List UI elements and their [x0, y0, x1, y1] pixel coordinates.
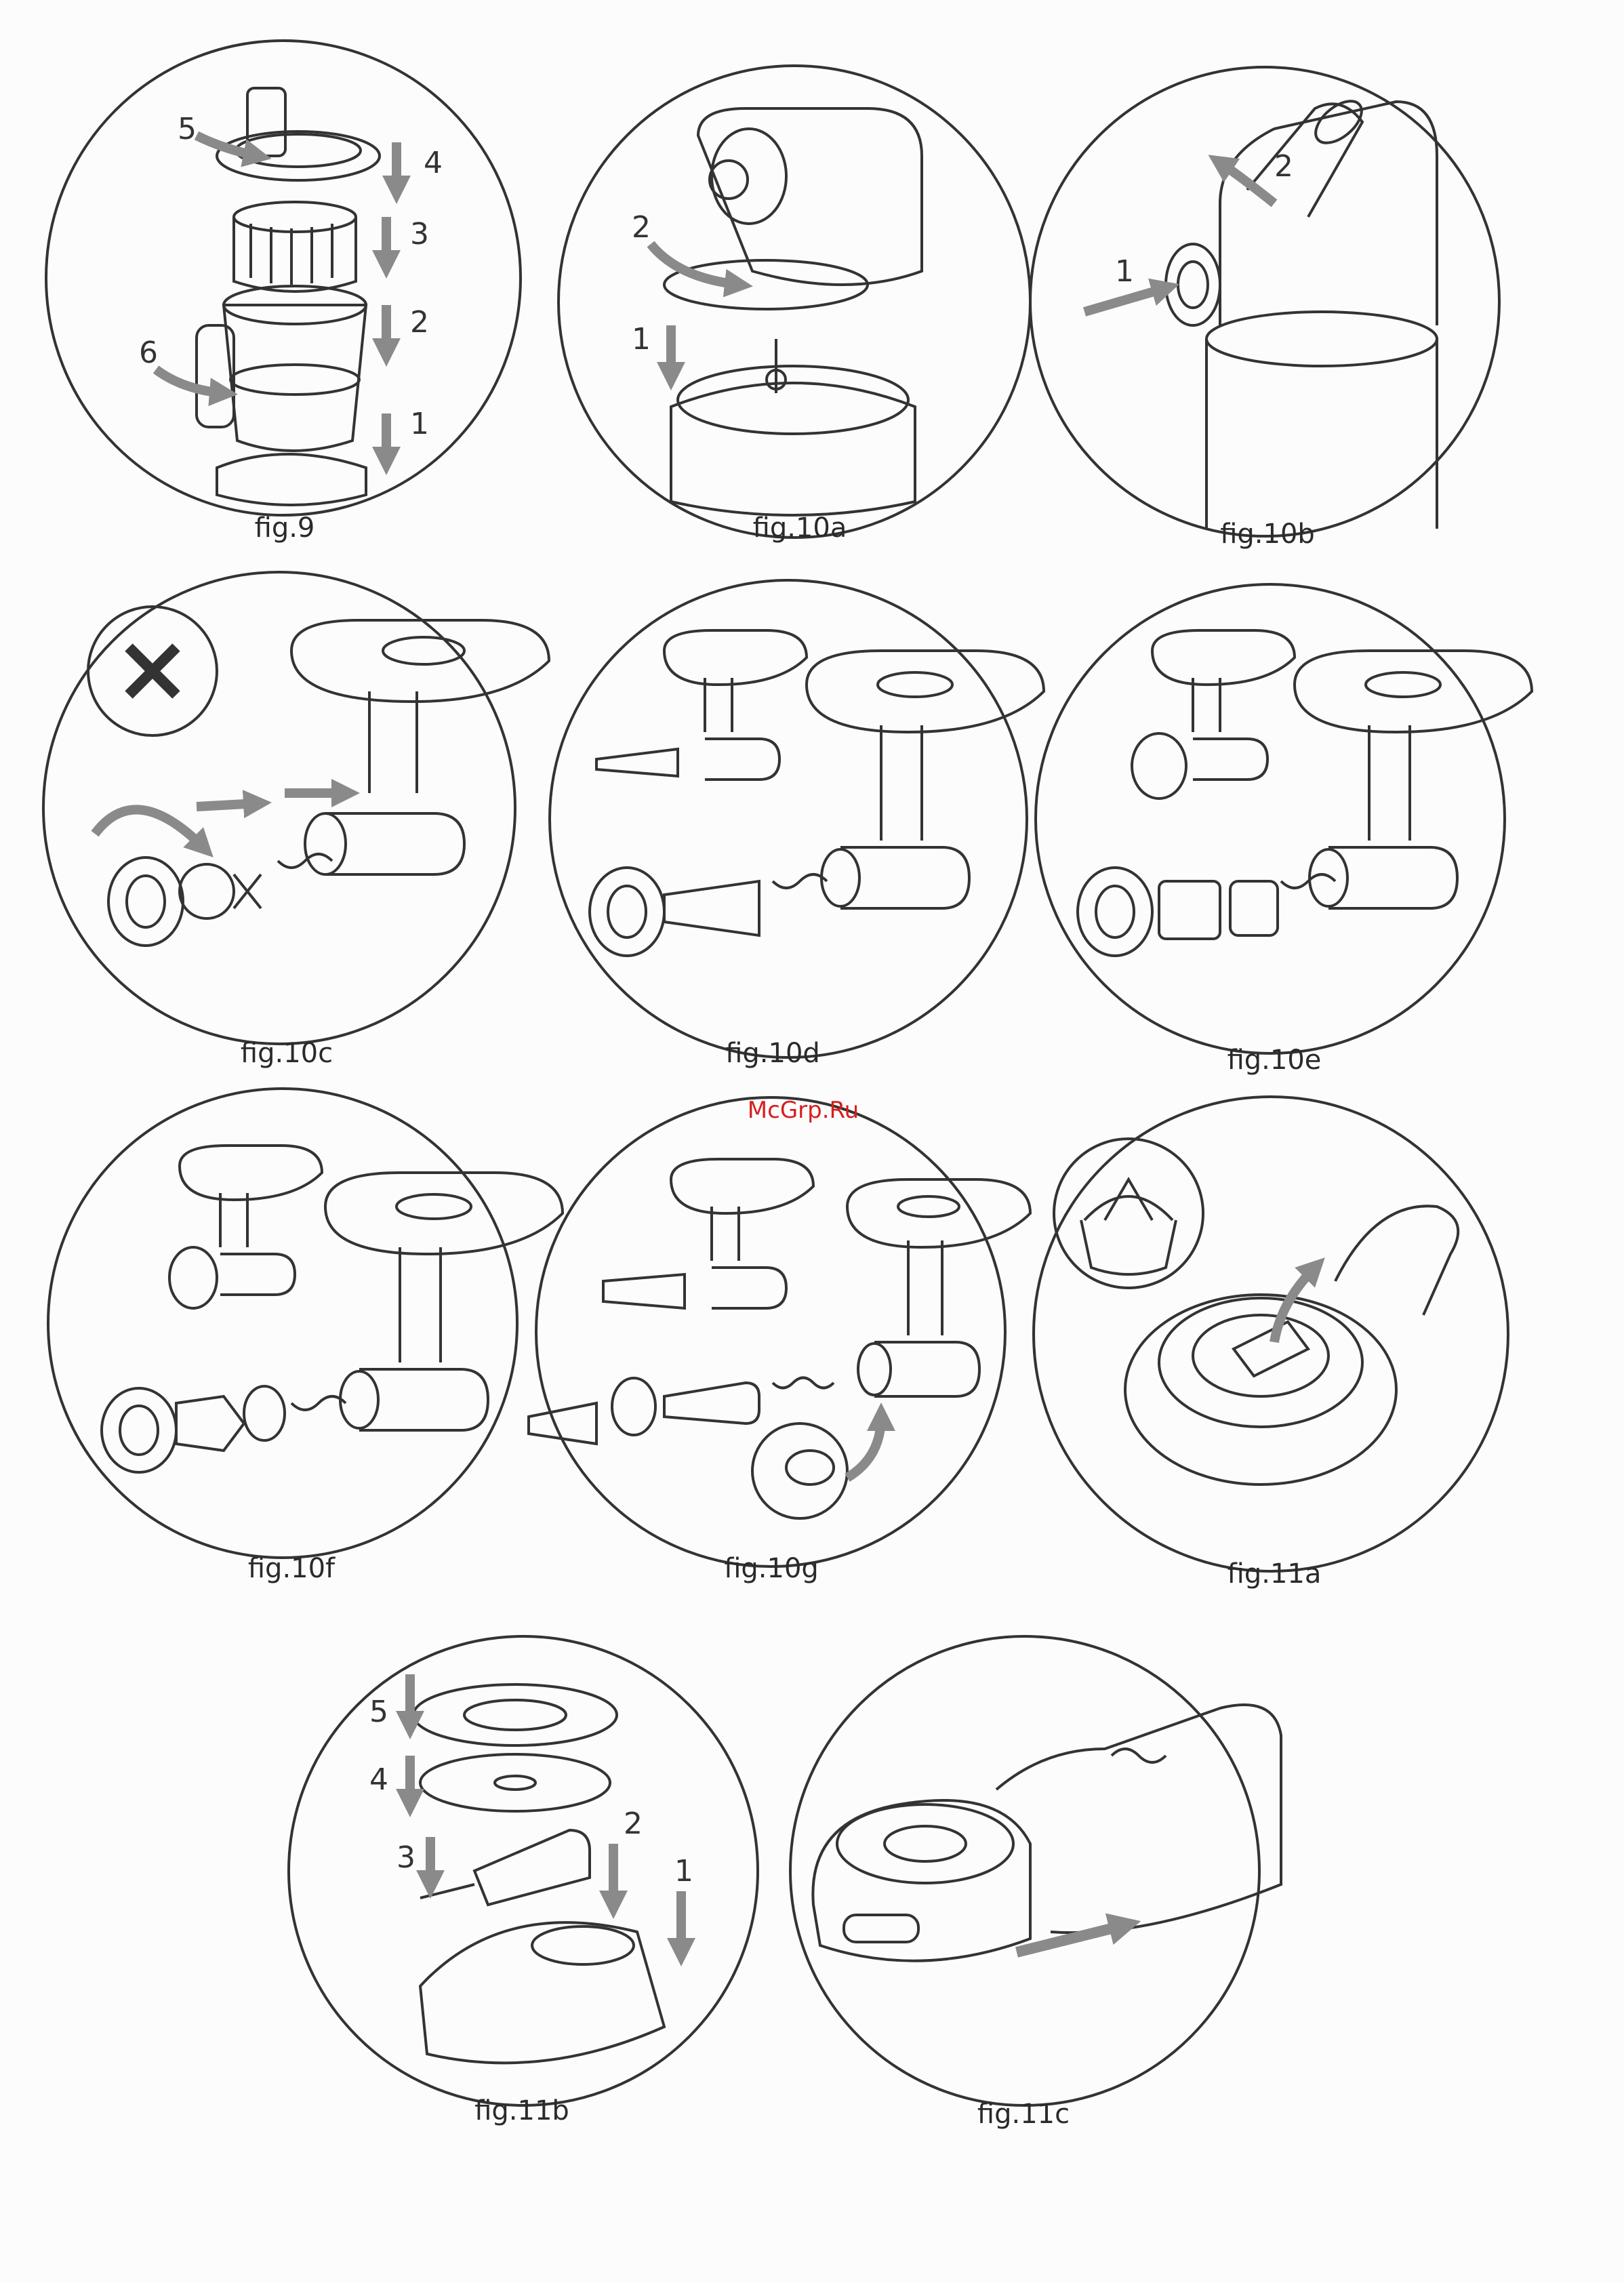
fig10b-illustration — [1030, 67, 1499, 536]
fig10e-frame — [1036, 584, 1505, 1053]
fig10b-frame — [1030, 67, 1499, 536]
fig10a-frame — [559, 66, 1030, 538]
fig10c-frame — [43, 572, 515, 1044]
fig10a-step-1: 1 — [632, 322, 651, 357]
caption-fig10f: fig.10f — [169, 1552, 413, 1585]
fig10a-illustration — [559, 66, 1030, 538]
caption-fig10d: fig.10d — [651, 1037, 895, 1070]
caption-fig10a: fig.10a — [678, 512, 922, 544]
fig9-step-2: 2 — [410, 305, 429, 340]
fig9-step-5: 5 — [178, 112, 197, 146]
caption-fig10g: fig.10g — [649, 1552, 893, 1585]
fig9-step-3: 3 — [410, 217, 429, 251]
caption-fig9: fig.9 — [163, 512, 407, 544]
fig11b-step-4: 4 — [369, 1762, 388, 1797]
fig9-frame — [46, 41, 521, 515]
fig11a-inset — [1054, 1139, 1203, 1288]
fig10g-frame — [536, 1097, 1005, 1567]
fig10g-illustration — [529, 1097, 1030, 1567]
caption-fig10c: fig.10c — [165, 1037, 409, 1070]
caption-fig11c: fig.11c — [901, 2098, 1145, 2130]
fig10c-illustration — [43, 572, 549, 1044]
fig10f-illustration — [48, 1089, 563, 1558]
caption-fig10b: fig.10b — [1145, 518, 1389, 550]
fig10e-illustration — [1036, 584, 1532, 1053]
fig11b-step-2: 2 — [624, 1806, 643, 1841]
watermark: McGrp.Ru — [705, 1097, 901, 1124]
fig10d-illustration — [550, 580, 1044, 1057]
fig11b-step-1: 1 — [674, 1854, 693, 1888]
fig11b-step-3: 3 — [397, 1840, 415, 1875]
fig9-step-6: 6 — [139, 336, 158, 370]
fig9-step-1: 1 — [410, 407, 429, 441]
caption-fig10e: fig.10e — [1152, 1044, 1396, 1076]
fig10b-step-1: 1 — [1115, 254, 1134, 289]
caption-fig11a: fig.11a — [1152, 1558, 1396, 1590]
fig11a-frame — [1034, 1097, 1508, 1571]
fig11b-step-5: 5 — [369, 1695, 388, 1729]
fig11a-illustration — [1034, 1097, 1508, 1571]
fig11c-illustration — [790, 1636, 1281, 2105]
fig9-illustration — [46, 41, 521, 515]
fig10b-step-2: 2 — [1274, 149, 1293, 184]
caption-fig11b: fig.11b — [400, 2095, 644, 2127]
fig10f-frame — [48, 1089, 517, 1558]
fig9-step-4: 4 — [424, 146, 443, 180]
fig10a-step-2: 2 — [632, 210, 651, 245]
